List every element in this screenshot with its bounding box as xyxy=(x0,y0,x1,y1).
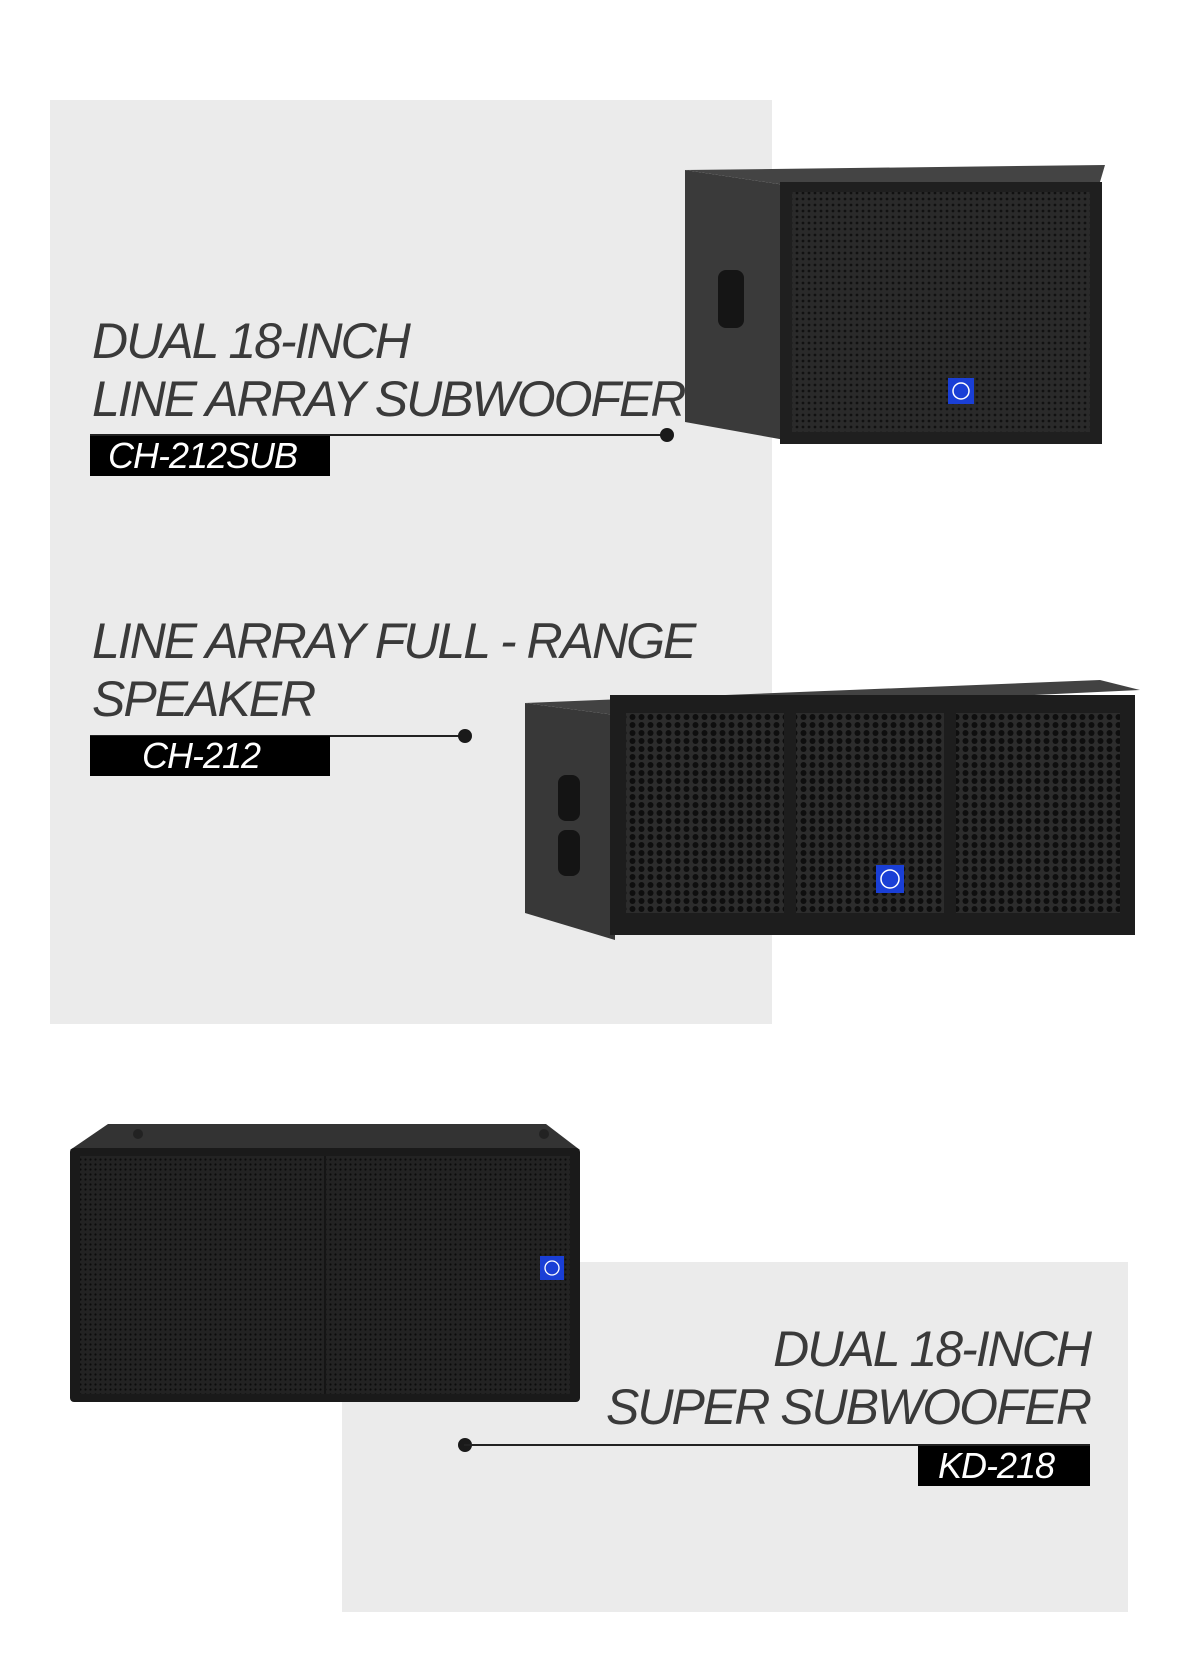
product-title: LINE ARRAY FULL - RANGE SPEAKER xyxy=(92,612,696,728)
product-title-line-1: LINE ARRAY FULL - RANGE xyxy=(92,613,696,669)
brand-logo-icon xyxy=(948,378,974,404)
product-title-line-2: LINE ARRAY SUBWOOFER xyxy=(92,371,687,427)
model-badge: CH-212SUB xyxy=(90,436,330,476)
line-array-subwoofer-image xyxy=(680,160,1120,445)
super-subwoofer-image xyxy=(68,1122,582,1404)
leader-line xyxy=(464,1444,1090,1446)
leader-dot xyxy=(458,729,472,743)
product-title: DUAL 18-INCH LINE ARRAY SUBWOOFER xyxy=(92,312,687,428)
model-badge: CH-212 xyxy=(90,736,330,776)
leader-dot xyxy=(660,428,674,442)
product-title-line-1: DUAL 18-INCH xyxy=(773,1321,1092,1377)
brand-logo-icon xyxy=(876,865,904,893)
product-title-line-2: SUPER SUBWOOFER xyxy=(606,1379,1092,1435)
leader-line xyxy=(90,434,664,436)
product-title: DUAL 18-INCH SUPER SUBWOOFER xyxy=(606,1320,1092,1436)
model-badge: KD-218 xyxy=(918,1446,1090,1486)
product-title-line-1: DUAL 18-INCH xyxy=(92,313,411,369)
line-array-full-range-speaker-image xyxy=(520,665,1150,950)
product-title-line-2: SPEAKER xyxy=(92,671,316,727)
brand-logo-icon xyxy=(540,1256,564,1280)
